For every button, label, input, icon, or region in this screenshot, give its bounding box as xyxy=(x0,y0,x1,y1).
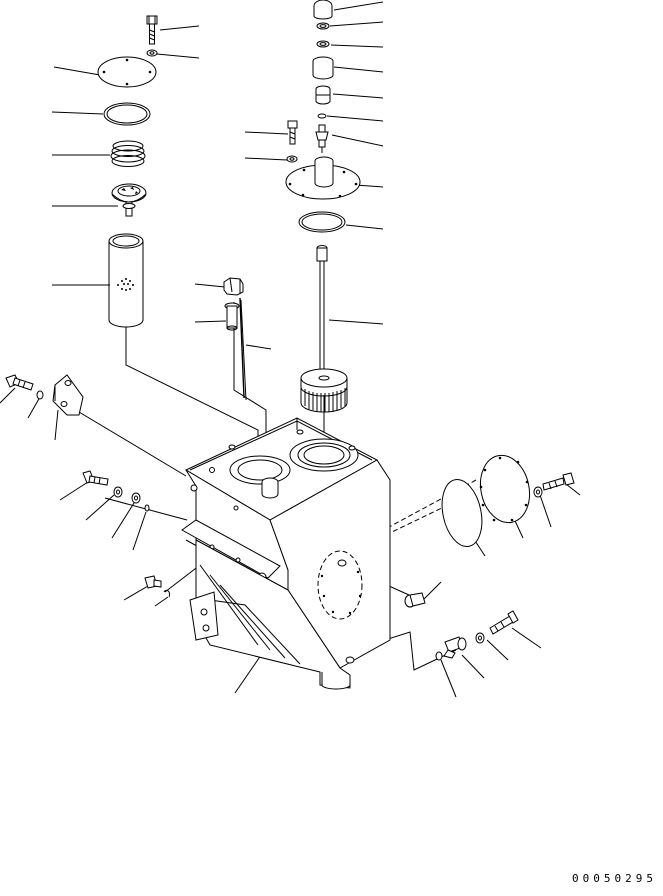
elbow-fitting xyxy=(443,636,467,659)
mount-bracket xyxy=(52,374,84,416)
bolt-left xyxy=(5,374,34,391)
bolt-top xyxy=(146,15,158,45)
bolt-left-lower xyxy=(82,470,109,486)
side-cover-plate xyxy=(479,454,531,524)
flange-cover xyxy=(285,156,361,200)
drawing-number: 00050295 xyxy=(572,872,657,885)
washer-left xyxy=(36,390,44,400)
leader-lines xyxy=(0,1,581,698)
bolt-middle xyxy=(287,120,298,145)
gasket-ring-right xyxy=(298,211,346,233)
bushing xyxy=(312,56,334,80)
strainer xyxy=(300,368,348,413)
gasket-ring xyxy=(103,102,151,126)
cap-top xyxy=(313,0,333,20)
spring xyxy=(110,140,146,167)
valve-cap xyxy=(111,183,147,217)
strainer-rod xyxy=(316,245,328,372)
bolt-right xyxy=(542,472,575,491)
o-ring-1 xyxy=(316,22,330,30)
washer-left-lower-1 xyxy=(113,486,123,498)
o-ring-plug-left xyxy=(163,589,171,598)
nut-cap xyxy=(223,277,244,296)
washer-lower-right xyxy=(475,632,485,644)
o-ring-2 xyxy=(316,40,330,48)
small-o-ring xyxy=(317,113,327,119)
drain-plug xyxy=(404,592,426,608)
dipstick-rod xyxy=(239,297,245,399)
o-ring-lower-right xyxy=(435,651,443,661)
o-ring-left-small xyxy=(144,504,150,512)
plug-left xyxy=(144,575,162,589)
bolt-lower-right xyxy=(489,610,519,635)
valve-stem xyxy=(315,124,329,153)
adapter xyxy=(315,85,331,105)
washer-left-lower-2 xyxy=(131,492,141,504)
washer-right xyxy=(533,486,543,498)
washer-middle xyxy=(286,155,298,163)
washer-top xyxy=(146,49,158,57)
filter-element xyxy=(108,233,144,328)
cover-plate xyxy=(97,56,157,88)
pipe-fitting xyxy=(224,302,240,331)
side-gasket xyxy=(441,479,483,547)
hydraulic-tank xyxy=(181,417,391,690)
